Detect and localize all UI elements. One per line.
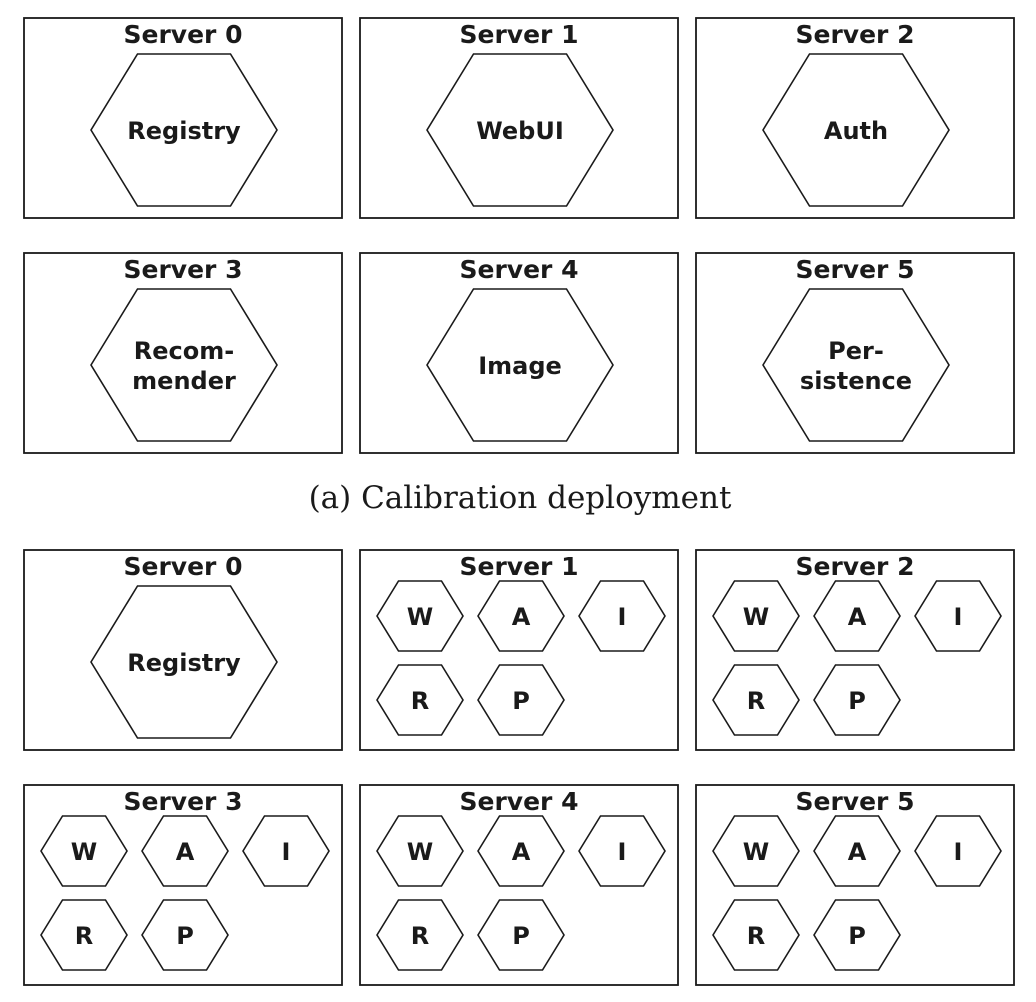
service-initial: W [407,603,433,631]
service-hexagon [813,815,901,887]
server-box-4: Server 4 W A I R P [359,784,679,986]
service-hexagon [90,53,278,207]
server-title: Server 4 [460,255,579,284]
server-title: Server 1 [460,552,579,581]
service-hexagon [426,53,614,207]
service-hexagon [712,664,800,736]
service-label: Per- [828,337,884,365]
server-box-5: Server 5 Per-sistence [695,252,1015,454]
service-label: mender [132,367,236,395]
service-hexagon [376,899,464,971]
service-hexagon [40,815,128,887]
service-label: Registry [127,649,241,677]
server-box-4: Server 4 Image [359,252,679,454]
service-label: Recom- [134,337,234,365]
server-title: Server 3 [124,787,243,816]
service-initial: R [747,687,765,715]
service-hexagon [813,664,901,736]
service-hexagon [914,815,1002,887]
service-hexagon [813,580,901,652]
server-box-2: Server 2 Auth [695,17,1015,219]
server-title: Server 2 [796,552,915,581]
service-initial: I [618,603,627,631]
service-hexagon [578,815,666,887]
service-initial: A [512,838,531,866]
service-initial: W [407,838,433,866]
server-box-1: Server 1 W A I R P [359,549,679,751]
service-hexagon [90,288,278,442]
service-hexagon [376,815,464,887]
service-hexagon [813,899,901,971]
service-initial: I [618,838,627,866]
service-initial: W [743,838,769,866]
server-box-0: Server 0 Registry [23,17,343,219]
server-box-0: Server 0 Registry [23,549,343,751]
service-initial: R [411,922,429,950]
server-box-1: Server 1 WebUI [359,17,679,219]
server-title: Server 0 [124,20,243,49]
service-hexagon [578,580,666,652]
service-initial: W [743,603,769,631]
service-initial: I [954,603,963,631]
service-hexagon [90,585,278,739]
service-initial: A [512,603,531,631]
calibration-caption: (a) Calibration deployment [309,480,732,516]
service-initial: P [848,687,866,715]
service-hexagon [477,664,565,736]
service-initial: P [176,922,194,950]
service-label: WebUI [476,117,564,145]
server-box-5: Server 5 W A I R P [695,784,1015,986]
service-hexagon [426,288,614,442]
server-title: Server 5 [796,787,915,816]
service-label: Image [478,352,562,380]
server-title: Server 2 [796,20,915,49]
service-label: Registry [127,117,241,145]
service-hexagon [762,288,950,442]
service-hexagon [141,815,229,887]
service-initial: A [848,838,867,866]
service-initial: R [747,922,765,950]
service-hexagon [914,580,1002,652]
service-hexagon [141,899,229,971]
server-title: Server 1 [460,20,579,49]
server-title: Server 5 [796,255,915,284]
service-hexagon [376,580,464,652]
server-title: Server 4 [460,787,579,816]
server-title: Server 0 [124,552,243,581]
service-initial: W [71,838,97,866]
service-hexagon [477,580,565,652]
service-hexagon [242,815,330,887]
service-initial: R [75,922,93,950]
service-initial: I [954,838,963,866]
server-title: Server 3 [124,255,243,284]
service-hexagon [477,815,565,887]
service-initial: I [282,838,291,866]
server-box-3: Server 3 W A I R P [23,784,343,986]
service-hexagon [762,53,950,207]
service-hexagon [712,899,800,971]
service-initial: R [411,687,429,715]
service-label: Auth [824,117,888,145]
service-hexagon [477,899,565,971]
service-initial: A [848,603,867,631]
service-initial: A [176,838,195,866]
server-box-3: Server 3 Recom-mender [23,252,343,454]
server-box-2: Server 2 W A I R P [695,549,1015,751]
service-hexagon [376,664,464,736]
service-hexagon [712,815,800,887]
service-label: sistence [800,367,912,395]
service-hexagon [712,580,800,652]
service-initial: P [512,922,530,950]
service-hexagon [40,899,128,971]
service-initial: P [512,687,530,715]
service-initial: P [848,922,866,950]
